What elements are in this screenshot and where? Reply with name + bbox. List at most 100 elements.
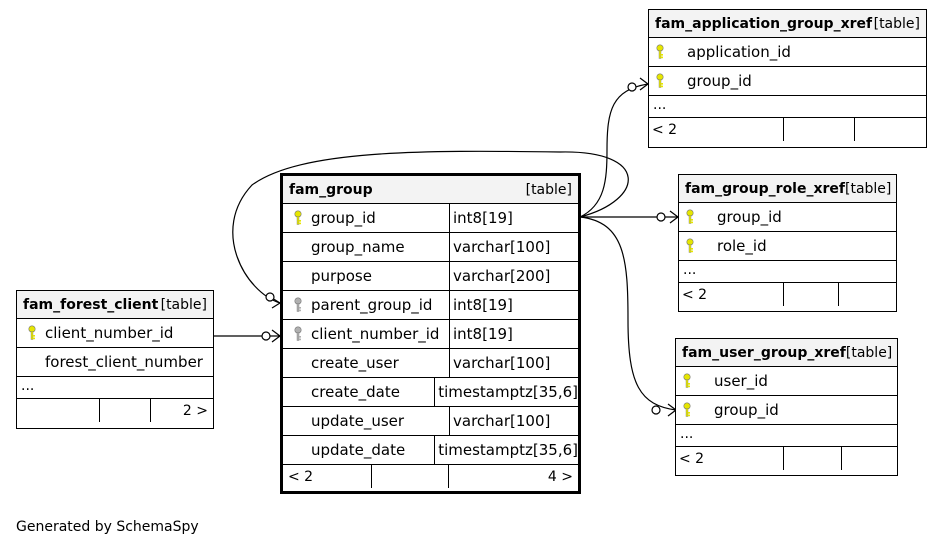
- parents-count[interactable]: < 2: [649, 118, 784, 141]
- link-app-group-xref: [579, 83, 649, 218]
- column-name: role_id: [717, 237, 767, 255]
- column-name-cell: client_number_id: [17, 319, 173, 347]
- column-type: varchar[100]: [449, 349, 578, 377]
- crowfoot-client: [271, 329, 281, 343]
- table-fam-forest-client[interactable]: fam_forest_client [table] client_number_…: [16, 290, 214, 429]
- column-name-cell: purpose: [283, 262, 449, 290]
- table-footer: < 2: [679, 283, 896, 306]
- column-type: int8[19]: [449, 320, 578, 348]
- crowfoot-user: [667, 403, 677, 417]
- table-type: [table]: [845, 180, 892, 197]
- column-name-cell: group_id: [649, 67, 752, 95]
- column-name: client_number_id: [311, 325, 440, 343]
- column-name: group_id: [717, 208, 782, 226]
- column-name: parent_group_id: [311, 296, 433, 314]
- table-footer: 2 >: [17, 399, 213, 422]
- column-name-cell: application_id: [649, 38, 791, 66]
- link-user-group-xref: [579, 216, 677, 411]
- column-type: varchar[100]: [449, 407, 578, 435]
- table-header: fam_forest_client [table]: [17, 291, 213, 319]
- table-fam-application-group-xref[interactable]: fam_application_group_xref [table] appli…: [648, 9, 927, 148]
- column-name: user_id: [714, 372, 768, 390]
- column-name-cell: role_id: [679, 232, 767, 260]
- table-header: fam_user_group_xref [table]: [676, 339, 897, 367]
- primary-key-icon: [676, 402, 698, 418]
- column-type: varchar[100]: [449, 233, 578, 261]
- children-count[interactable]: 4 >: [547, 468, 573, 485]
- column-name: purpose: [311, 267, 372, 285]
- column-name-cell: update_date: [283, 436, 434, 464]
- table-name: fam_group: [289, 181, 373, 198]
- table-type: [table]: [873, 15, 920, 32]
- parents-count[interactable]: < 2: [676, 447, 784, 470]
- table-type: [table]: [160, 296, 207, 313]
- crowfoot-role: [669, 210, 679, 224]
- column-list: client_number_id forest_client_number: [17, 319, 213, 377]
- primary-key-icon: [679, 209, 701, 225]
- table-name: fam_application_group_xref: [655, 15, 873, 32]
- column-row[interactable]: group_id: [676, 396, 897, 425]
- optional-circle-app: [627, 82, 637, 92]
- crowfoot-app: [639, 77, 649, 91]
- optional-circle-client: [261, 331, 271, 341]
- table-name: fam_user_group_xref: [682, 344, 846, 361]
- column-row[interactable]: group_id: [679, 203, 896, 232]
- column-row[interactable]: client_number_id int8[19]: [283, 320, 578, 349]
- table-header: fam_group_role_xref [table]: [679, 175, 896, 203]
- primary-key-icon: [287, 210, 309, 226]
- link-self-parent-group: [232, 150, 629, 304]
- column-name-cell: group_name: [283, 233, 449, 261]
- column-type: timestamptz[35,6]: [434, 378, 578, 406]
- foreign-key-icon: [287, 297, 309, 313]
- column-row[interactable]: role_id: [679, 232, 896, 261]
- column-row[interactable]: create_user varchar[100]: [283, 349, 578, 378]
- column-name: group_id: [687, 72, 752, 90]
- primary-key-icon: [649, 73, 671, 89]
- column-row[interactable]: application_id: [649, 38, 926, 67]
- table-type: [table]: [845, 344, 893, 361]
- primary-key-icon: [21, 325, 43, 341]
- parents-count[interactable]: < 2: [283, 465, 372, 488]
- primary-key-icon: [679, 238, 701, 254]
- column-name: client_number_id: [45, 324, 174, 342]
- column-row[interactable]: client_number_id: [17, 319, 213, 348]
- column-row[interactable]: parent_group_id int8[19]: [283, 291, 578, 320]
- column-row[interactable]: purpose varchar[200]: [283, 262, 578, 291]
- column-type: varchar[200]: [449, 262, 578, 290]
- footer-cell: [855, 118, 926, 141]
- column-type: int8[19]: [449, 291, 578, 319]
- column-name: create_user: [311, 354, 399, 372]
- column-row[interactable]: forest_client_number: [17, 348, 213, 377]
- footer-cell: [17, 399, 100, 422]
- foreign-key-icon: [287, 326, 309, 342]
- footer-cell: [784, 118, 855, 141]
- column-name: create_date: [311, 383, 400, 401]
- column-name-cell: group_id: [283, 204, 449, 232]
- children-count[interactable]: 2 >: [182, 402, 208, 419]
- more-columns-ellipsis: ...: [679, 261, 896, 283]
- column-name-cell: client_number_id: [283, 320, 449, 348]
- more-columns-ellipsis: ...: [17, 377, 213, 399]
- footer-cell: [839, 283, 896, 306]
- column-name: group_id: [714, 401, 779, 419]
- column-row[interactable]: create_date timestamptz[35,6]: [283, 378, 578, 407]
- column-name: update_date: [311, 441, 406, 459]
- column-row[interactable]: user_id: [676, 367, 897, 396]
- parents-count[interactable]: < 2: [679, 283, 784, 306]
- column-name-cell: create_user: [283, 349, 449, 377]
- column-name: forest_client_number: [45, 353, 203, 371]
- column-name-cell: update_user: [283, 407, 449, 435]
- footer-cell: [784, 447, 842, 470]
- more-columns-ellipsis: ...: [649, 96, 926, 118]
- column-row[interactable]: group_id: [649, 67, 926, 96]
- table-name: fam_forest_client: [23, 296, 159, 313]
